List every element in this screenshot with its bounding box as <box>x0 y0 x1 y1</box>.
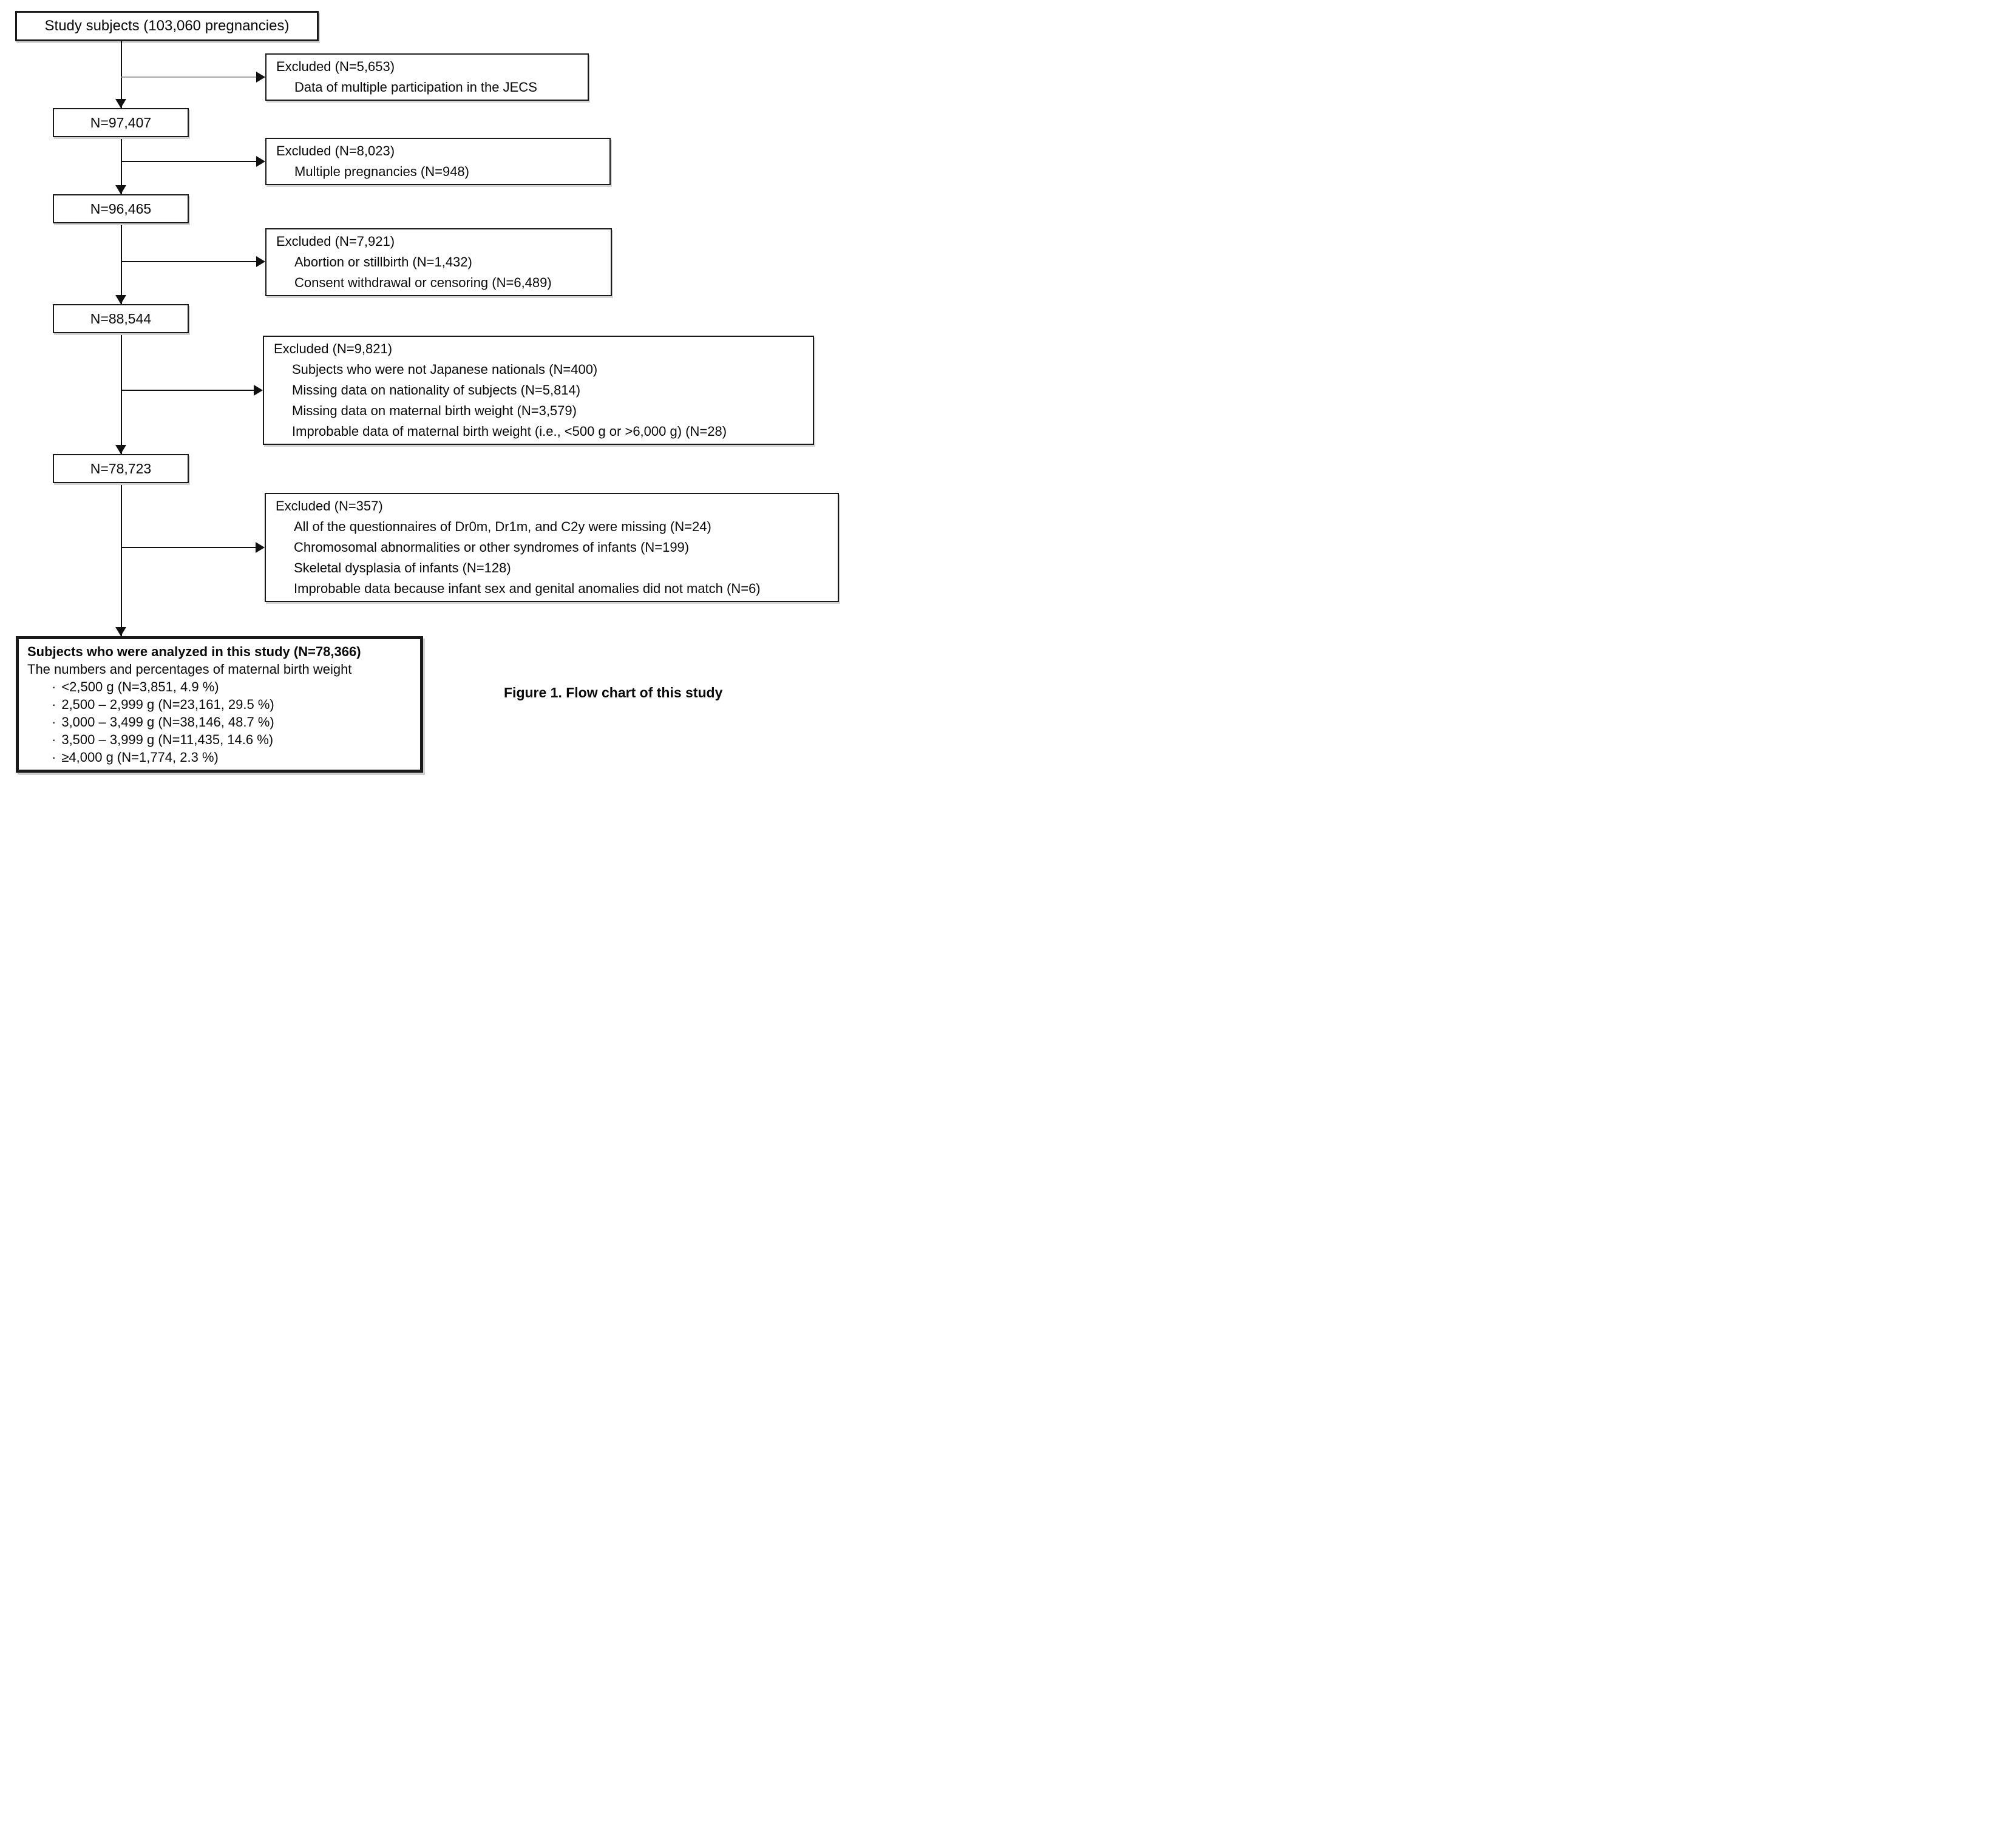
branch-line-4 <box>121 390 254 391</box>
arrowhead-right-icon <box>256 542 265 553</box>
flow-line-vertical-2 <box>121 137 122 194</box>
final-item-text: 3,500 – 3,999 g (N=11,435, 14.6 %) <box>61 732 274 747</box>
final-item-text: ≥4,000 g (N=1,774, 2.3 %) <box>61 750 219 765</box>
excluded-title: Excluded (N=357) <box>276 498 383 513</box>
count-box-1: N=97,407 <box>53 108 189 137</box>
excluded-item: Subjects who were not Japanese nationals… <box>292 362 598 377</box>
arrowhead-right-icon <box>256 72 265 83</box>
excluded-item: Skeletal dysplasia of infants (N=128) <box>294 560 511 575</box>
excluded-item: All of the questionnaires of Dr0m, Dr1m,… <box>294 519 711 534</box>
final-item-text: <2,500 g (N=3,851, 4.9 %) <box>61 679 219 694</box>
excluded-box-1: Excluded (N=5,653) Data of multiple part… <box>265 53 589 101</box>
excluded-box-2: Excluded (N=8,023) Multiple pregnancies … <box>265 138 611 185</box>
final-item: · <2,500 g (N=3,851, 4.9 %) <box>27 678 418 696</box>
flow-line-vertical-1 <box>121 41 122 108</box>
flow-line-vertical-4 <box>121 333 122 454</box>
excluded-item: Consent withdrawal or censoring (N=6,489… <box>294 275 552 290</box>
excluded-item: Missing data on maternal birth weight (N… <box>292 403 577 418</box>
arrowhead-down-icon <box>115 295 126 304</box>
branch-line-2 <box>121 161 256 162</box>
excluded-item: Data of multiple participation in the JE… <box>294 80 537 95</box>
branch-line-3 <box>121 261 256 262</box>
flow-line-vertical-3 <box>121 223 122 304</box>
bullet-char: · <box>52 714 56 730</box>
arrowhead-down-icon <box>115 445 126 454</box>
final-title: Subjects who were analyzed in this study… <box>27 644 361 659</box>
branch-line-1 <box>121 76 256 78</box>
bullet-char: · <box>52 750 56 765</box>
count-box-4: N=78,723 <box>53 454 189 483</box>
flow-line-vertical-5 <box>121 483 122 636</box>
excluded-item: Improbable data of maternal birth weight… <box>292 424 727 439</box>
study-subjects-box: Study subjects (103,060 pregnancies) <box>15 11 319 41</box>
arrowhead-right-icon <box>254 385 263 396</box>
count-box-3: N=88,544 <box>53 304 189 333</box>
bullet-char: · <box>52 732 56 747</box>
flow-chart: Study subjects (103,060 pregnancies) N=9… <box>0 0 850 783</box>
bullet-char: · <box>52 679 56 694</box>
excluded-box-4: Excluded (N=9,821) Subjects who were not… <box>263 336 814 445</box>
excluded-item: Chromosomal abnormalities or other syndr… <box>294 540 690 555</box>
arrowhead-right-icon <box>256 256 265 267</box>
final-item-text: 3,000 – 3,499 g (N=38,146, 48.7 %) <box>61 714 274 730</box>
figure-caption: Figure 1. Flow chart of this study <box>504 685 723 700</box>
arrowhead-down-icon <box>115 185 126 194</box>
final-item: · ≥4,000 g (N=1,774, 2.3 %) <box>27 748 418 766</box>
excluded-item: Improbable data because infant sex and g… <box>294 581 761 596</box>
excluded-item: Multiple pregnancies (N=948) <box>294 164 469 179</box>
final-analyzed-box: Subjects who were analyzed in this study… <box>16 636 423 773</box>
count-box-2: N=96,465 <box>53 194 189 223</box>
final-item: · 3,500 – 3,999 g (N=11,435, 14.6 %) <box>27 731 418 748</box>
excluded-item: Missing data on nationality of subjects … <box>292 382 581 398</box>
final-subtitle: The numbers and percentages of maternal … <box>27 662 352 677</box>
excluded-title: Excluded (N=9,821) <box>274 341 393 356</box>
final-item-text: 2,500 – 2,999 g (N=23,161, 29.5 %) <box>61 697 274 712</box>
bullet-char: · <box>52 697 56 712</box>
arrowhead-down-icon <box>115 99 126 108</box>
excluded-title: Excluded (N=7,921) <box>276 234 395 249</box>
excluded-item: Abortion or stillbirth (N=1,432) <box>294 254 472 269</box>
final-item: · 2,500 – 2,999 g (N=23,161, 29.5 %) <box>27 696 418 713</box>
excluded-box-3: Excluded (N=7,921) Abortion or stillbirt… <box>265 228 612 296</box>
arrowhead-right-icon <box>256 156 265 167</box>
excluded-title: Excluded (N=5,653) <box>276 59 395 74</box>
branch-line-5 <box>121 547 256 548</box>
excluded-title: Excluded (N=8,023) <box>276 143 395 158</box>
arrowhead-down-icon <box>115 627 126 636</box>
final-item: · 3,000 – 3,499 g (N=38,146, 48.7 %) <box>27 713 418 731</box>
excluded-box-5: Excluded (N=357) All of the questionnair… <box>265 493 839 602</box>
